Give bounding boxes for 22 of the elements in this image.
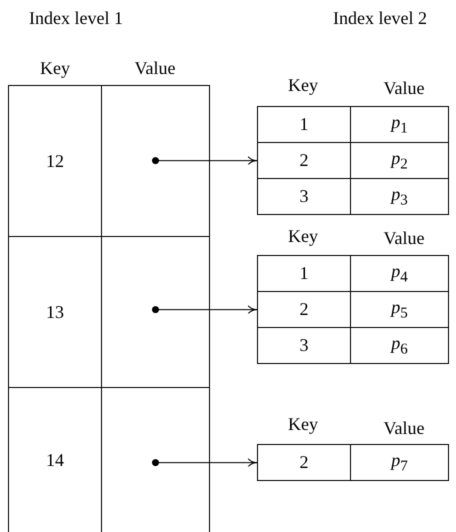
key-cell: 3 [257, 178, 351, 216]
pointer-cell: p$_{4}$ [350, 255, 449, 292]
value-cell [101, 85, 210, 238]
key-cell: 3 [257, 327, 351, 364]
column-header: Value [384, 78, 424, 99]
key-cell: 12 [8, 85, 102, 238]
pointer-cell: p$_{3}$ [350, 178, 449, 216]
column-title: Index level 1 [29, 8, 123, 29]
key-cell: 2 [257, 444, 351, 482]
column-header: Value [134, 58, 176, 79]
column-header: Key [40, 58, 70, 79]
column-header: Key [288, 75, 318, 96]
column-header: Key [288, 414, 318, 435]
column-header: Value [384, 418, 424, 439]
pointer-cell: p$_{1}$ [350, 106, 449, 144]
column-title: Index level 2 [333, 8, 427, 29]
column-header: Key [288, 226, 318, 247]
column-header: Value [384, 228, 424, 249]
pointer-cell: p$_{7}$ [350, 444, 449, 482]
pointer-cell: p$_{6}$ [350, 327, 449, 364]
key-cell: 1 [257, 255, 351, 292]
key-cell: 1 [257, 106, 351, 144]
